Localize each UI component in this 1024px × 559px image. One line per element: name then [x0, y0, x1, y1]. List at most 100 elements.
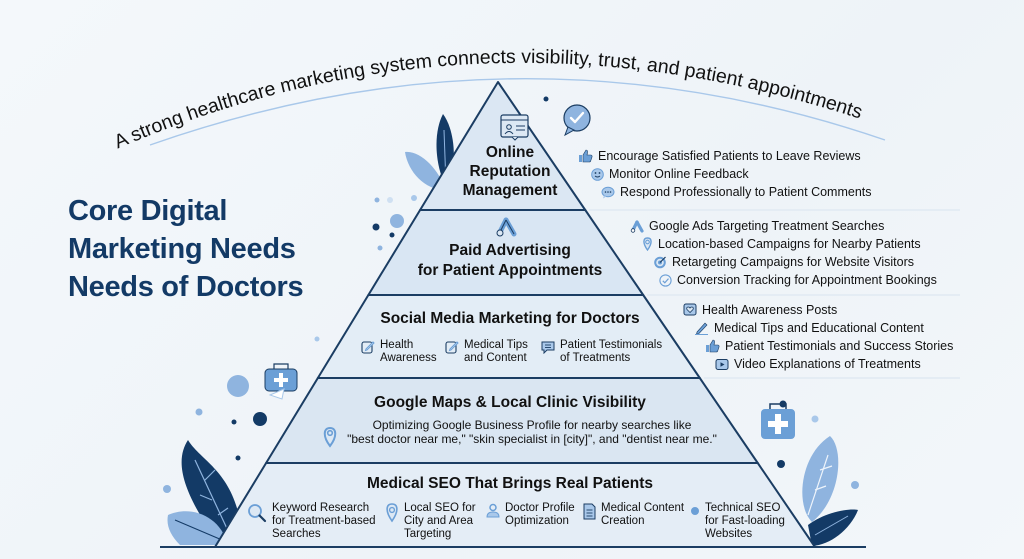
pyramid-tier-medical-seo: [214, 462, 816, 548]
first-aid-kit-icon-left: [264, 363, 298, 400]
side-item: Health Awareness Posts: [683, 303, 837, 317]
profile-window-icon: [500, 114, 529, 141]
sub-item-line: of Treatments: [560, 352, 631, 364]
pyramid-tier-social-media: [316, 294, 701, 379]
maps-description-line: Optimizing Google Business Profile for n…: [372, 418, 692, 432]
caption-arc-line: [149, 78, 886, 146]
sub-item-line: and Content: [464, 352, 527, 364]
side-item-label: Location-based Campaigns for Nearby Pati…: [658, 237, 921, 251]
tier-title-line: Online: [485, 144, 535, 161]
target-icon: [654, 256, 666, 269]
tier-title-paid-advertising: Paid Advertising for Patient Appointment…: [380, 241, 640, 281]
side-item-label: Retargeting Campaigns for Website Visito…: [672, 255, 915, 269]
side-item: Medical Tips and Educational Content: [694, 321, 924, 335]
sub-item-line: Technical SEO: [705, 502, 781, 514]
sub-item-line: City and Area: [404, 515, 474, 527]
leaf-decoration-bottom-left: [167, 440, 240, 545]
side-item: Location-based Campaigns for Nearby Pati…: [642, 237, 921, 251]
main-title-line-1: Core Digital: [68, 195, 228, 227]
sub-item-line: Doctor Profile: [505, 502, 575, 514]
sub-item-line: Local SEO for: [404, 502, 476, 514]
side-item-label: Conversion Tracking for Appointment Book…: [677, 273, 937, 287]
tier-title-line: Reputation: [469, 163, 551, 180]
video-play-icon: [715, 358, 729, 370]
edit-icon: [445, 341, 459, 354]
edit-icon: [361, 341, 375, 354]
tier-title-reputation: Online Reputation Management: [410, 143, 610, 200]
thumbs-up-icon: [579, 149, 593, 163]
side-item-label: Google Ads Targeting Treatment Searches: [649, 219, 885, 233]
sub-item-line: Creation: [601, 515, 645, 527]
sub-item-line: Searches: [272, 528, 321, 540]
pen-icon: [695, 322, 708, 335]
tier-title-line: Social Media Marketing for Doctors: [380, 310, 640, 327]
main-title-line-3: Needs of Doctors: [68, 271, 304, 303]
user-icon: [486, 503, 500, 518]
sub-item-line: Awareness: [380, 352, 437, 364]
sub-item-line: for Treatment-based: [272, 515, 376, 527]
sub-item-line: Patient Testimonials: [560, 339, 663, 351]
side-item-label: Monitor Online Feedback: [609, 167, 749, 181]
monitor-face-icon: [591, 167, 604, 181]
main-title-line-2: Marketing Needs: [68, 233, 296, 265]
sub-item-line: Websites: [705, 528, 753, 540]
sub-item-line: for Fast-loading: [705, 515, 785, 527]
side-item: Video Explanations of Treatments: [715, 357, 921, 371]
pyramid: [214, 81, 960, 548]
side-item: Google Ads Targeting Treatment Searches: [630, 219, 884, 233]
search-icon: [248, 504, 267, 523]
side-item: Conversion Tracking for Appointment Book…: [659, 273, 937, 287]
sub-item-line: Medical Content: [601, 502, 685, 514]
chat-bubble-icon: [601, 186, 615, 198]
maps-description: Optimizing Google Business Profile for n…: [342, 418, 722, 446]
document-icon: [583, 503, 596, 520]
tier-title-medical-seo: Medical SEO That Brings Real Patients: [290, 474, 730, 494]
google-ads-icon: [630, 219, 644, 233]
side-item: Patient Testimonials and Success Stories: [705, 339, 953, 353]
tier-title-line: Medical SEO That Brings Real Patients: [367, 475, 653, 492]
side-item-label: Medical Tips and Educational Content: [714, 321, 924, 335]
side-item-label: Video Explanations of Treatments: [734, 357, 921, 371]
tier-title-line: Google Maps & Local Clinic Visibility: [374, 394, 646, 411]
side-item-label: Respond Professionally to Patient Commen…: [620, 185, 872, 199]
tier-title-line: Management: [462, 182, 558, 199]
sub-item-line: Optimization: [505, 515, 569, 527]
location-pin-icon: [643, 237, 652, 251]
tier-title-google-maps: Google Maps & Local Clinic Visibility: [310, 393, 710, 413]
side-item-label: Patient Testimonials and Success Stories: [725, 339, 954, 353]
side-item-label: Encourage Satisfied Patients to Leave Re…: [598, 149, 861, 163]
verified-chat-bubble-icon: [563, 104, 591, 137]
sub-item-line: Medical Tips: [464, 339, 528, 351]
side-item: Encourage Satisfied Patients to Leave Re…: [578, 149, 861, 163]
tier-title-line: Paid Advertising: [449, 242, 571, 259]
main-title: Core Digital Marketing Needs Needs of Do…: [68, 192, 388, 306]
tier-title-line: for Patient Appointments: [417, 262, 603, 279]
thumbs-up-icon: [706, 339, 720, 353]
side-item: Retargeting Campaigns for Website Visito…: [653, 255, 914, 269]
maps-description-line: "best doctor near me," "skin specialist …: [347, 432, 717, 446]
maps-location-pin-icon: [323, 426, 337, 448]
dot-icon: [691, 507, 699, 515]
side-item: Respond Professionally to Patient Commen…: [601, 185, 872, 199]
side-item-label: Health Awareness Posts: [702, 303, 838, 317]
sub-item-line: Health: [380, 339, 414, 351]
message-icon: [541, 341, 555, 354]
leaf-decoration-bottom-right: [802, 436, 858, 546]
dot-decorations: [163, 96, 859, 493]
sub-item-line: Targeting: [404, 528, 452, 540]
check-circle-icon: [659, 273, 672, 287]
sub-item-line: Keyword Research: [272, 502, 370, 514]
location-pin-icon: [386, 503, 398, 523]
heart-post-icon: [683, 303, 697, 316]
first-aid-kit-icon-right: [761, 403, 795, 439]
tier-title-social-media: Social Media Marketing for Doctors: [340, 309, 680, 329]
